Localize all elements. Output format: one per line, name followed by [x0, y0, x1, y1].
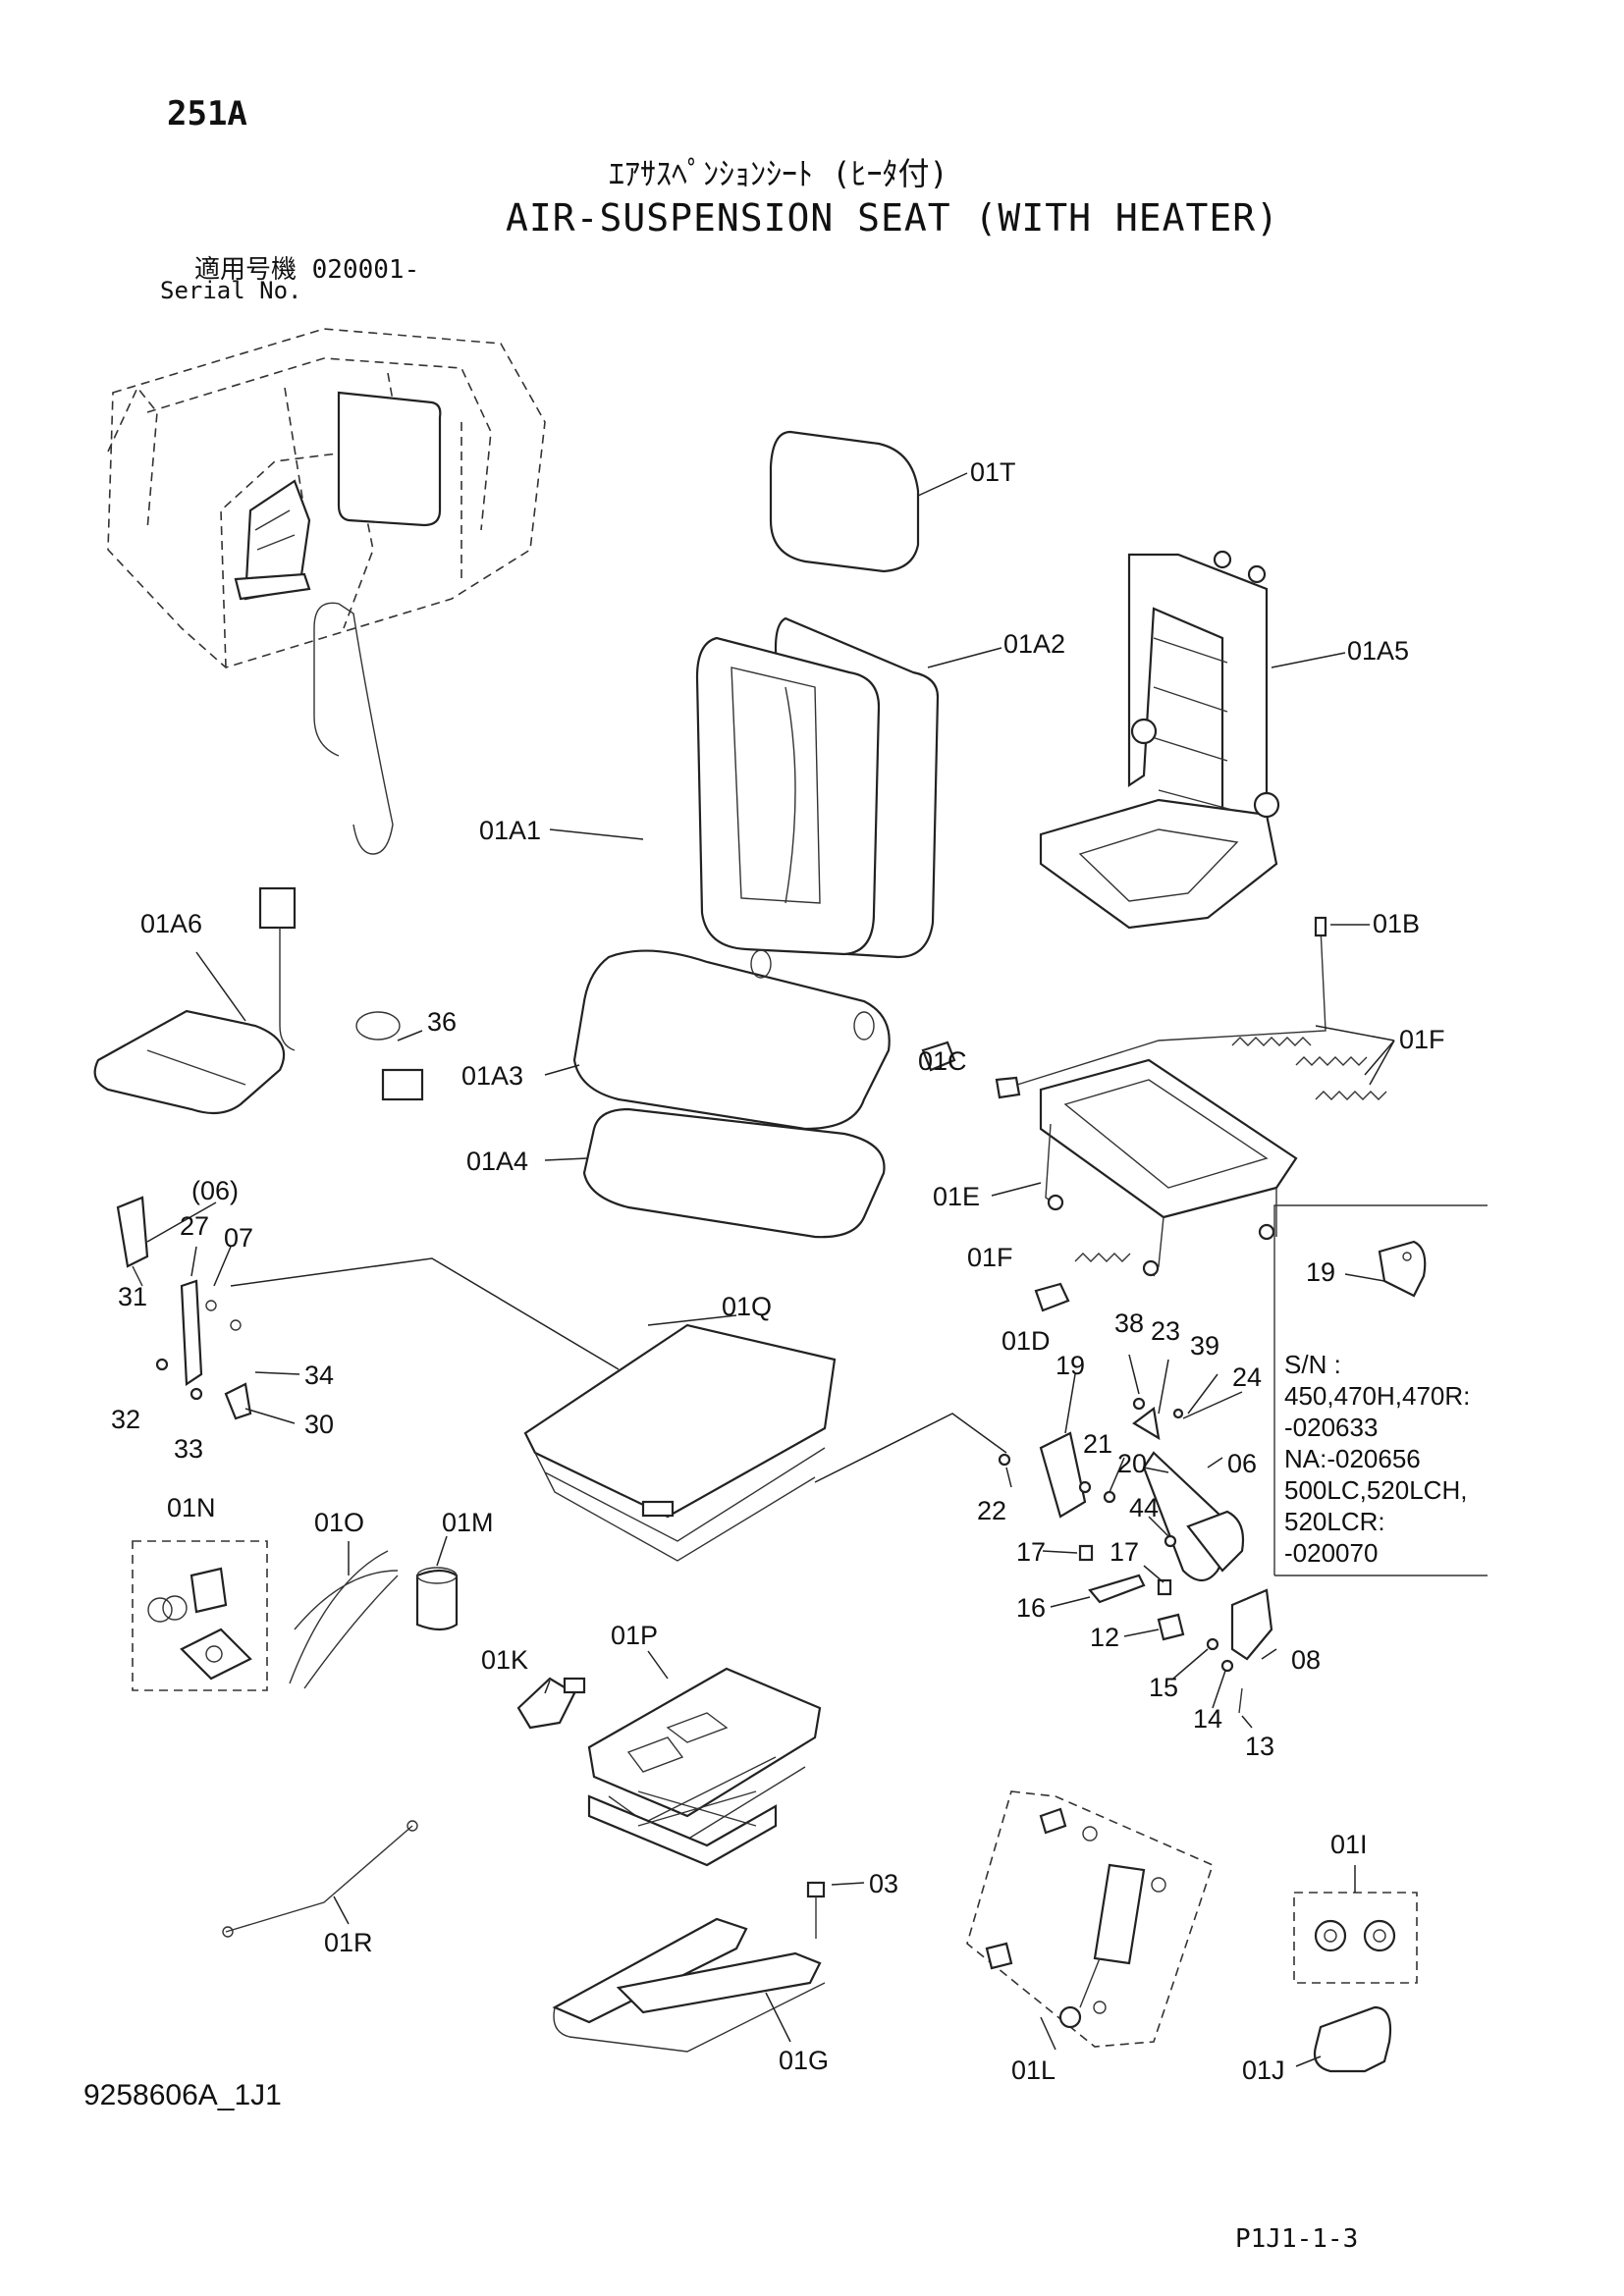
label-07: 07	[224, 1223, 253, 1253]
label-01P: 01P	[611, 1621, 658, 1650]
serial-note-line: 520LCR:	[1284, 1507, 1385, 1536]
label-01A1: 01A1	[479, 816, 541, 845]
label-17-b: 17	[1110, 1537, 1139, 1567]
label-01E: 01E	[933, 1182, 980, 1211]
seat-belt-right-part	[998, 1354, 1245, 1582]
label-01M: 01M	[442, 1508, 494, 1537]
label-24: 24	[1232, 1362, 1262, 1392]
label-01Q: 01Q	[722, 1292, 772, 1321]
label-27: 27	[180, 1211, 209, 1241]
seat-cushion-part	[544, 949, 891, 1239]
serial-note-line: -020633	[1284, 1413, 1379, 1442]
label-01T: 01T	[970, 457, 1016, 487]
label-03: 03	[869, 1869, 898, 1898]
headrest-part	[769, 430, 968, 573]
bellows-part	[230, 1257, 1007, 1562]
label-01A3: 01A3	[461, 1061, 523, 1091]
label-22: 22	[977, 1496, 1006, 1525]
lever-knob-part	[1034, 1282, 1070, 1312]
label-36: 36	[427, 1007, 457, 1037]
backrest-part	[549, 616, 1002, 959]
label-01L: 01L	[1011, 2056, 1056, 2085]
label-01I: 01I	[1330, 1830, 1368, 1859]
label-01G: 01G	[779, 2046, 829, 2075]
serial-note-line: 450,470H,470R:	[1284, 1381, 1471, 1411]
label-13: 13	[1245, 1732, 1274, 1761]
page-title: AIR-SUSPENSION SEAT (WITH HEATER)	[506, 196, 1279, 240]
spring-parts	[1074, 1025, 1395, 1262]
label-14: 14	[1193, 1704, 1222, 1734]
seat-rail-part	[552, 1881, 865, 2053]
seat-frame-part	[1039, 550, 1346, 930]
label-15: 15	[1149, 1673, 1178, 1702]
serial-label: Serial No.	[160, 277, 302, 304]
label-01R: 01R	[324, 1928, 373, 1957]
label-31: 31	[118, 1282, 147, 1311]
serial-note-line: -020070	[1284, 1538, 1379, 1568]
label-30: 30	[304, 1410, 334, 1439]
title-japanese: ｴｱｻｽﾍﾟﾝｼｮﾝｼｰﾄ (ﾋｰﾀ付)	[609, 155, 948, 192]
label-19: 19	[1056, 1351, 1085, 1380]
callout-labels: 01T 01A2 01A5 01A1 01A6 36 01B 01F 01C 0…	[111, 457, 1445, 2085]
serial-applicable: 適用号機 020001-	[194, 255, 420, 285]
air-suspension-part	[516, 1650, 822, 1867]
label-01A4: 01A4	[466, 1147, 528, 1176]
slide-rail-part	[991, 1058, 1298, 1277]
label-17: 17	[1016, 1537, 1046, 1567]
label-01N: 01N	[167, 1493, 216, 1522]
bearing-kit-part	[1293, 1865, 1418, 1984]
label-33: 33	[174, 1434, 203, 1464]
heater-pad-part	[93, 391, 442, 1115]
label-21: 21	[1083, 1429, 1112, 1459]
shock-absorber-part	[966, 1790, 1214, 2051]
bracket-hardware-part	[1042, 1544, 1277, 1729]
label-01J: 01J	[1242, 2056, 1285, 2085]
cover-part	[1295, 2005, 1392, 2073]
document-code: 9258606A_1J1	[83, 2079, 282, 2111]
label-12: 12	[1090, 1623, 1119, 1652]
label-34: 34	[304, 1361, 334, 1390]
wire-and-cap-parts	[289, 1535, 459, 1689]
page-number: 251A	[167, 94, 247, 133]
label-01K: 01K	[481, 1645, 528, 1675]
seat-belt-left-part	[116, 1196, 300, 1424]
label-01O: 01O	[314, 1508, 364, 1537]
label-19-inset: 19	[1306, 1257, 1335, 1287]
label-01A2: 01A2	[1003, 629, 1065, 659]
wire-harness-part	[222, 1820, 418, 1938]
cab-overview-illustration	[107, 328, 546, 668]
label-01B: 01B	[1373, 909, 1420, 938]
label-38: 38	[1114, 1308, 1144, 1338]
kit-01N-part	[132, 1540, 268, 1691]
label-01F-lower: 01F	[967, 1243, 1013, 1272]
label-23: 23	[1151, 1316, 1180, 1346]
label-01A6: 01A6	[140, 909, 202, 938]
page-reference: P1J1-1-3	[1235, 2224, 1359, 2254]
label-20: 20	[1117, 1449, 1147, 1478]
serial-note-line: NA:-020656	[1284, 1444, 1421, 1473]
label-39: 39	[1190, 1331, 1219, 1361]
label-32: 32	[111, 1405, 140, 1434]
label-01D: 01D	[1001, 1326, 1051, 1356]
label-44: 44	[1129, 1493, 1159, 1522]
serial-note-line: S/N :	[1284, 1350, 1341, 1379]
label-01F: 01F	[1399, 1025, 1445, 1054]
label-01A5: 01A5	[1347, 636, 1409, 666]
serial-note-frame	[1273, 1204, 1488, 1576]
label-06-ref: (06)	[191, 1176, 239, 1205]
label-06: 06	[1227, 1449, 1257, 1478]
label-08: 08	[1291, 1645, 1321, 1675]
serial-note-line: 500LC,520LCH,	[1284, 1475, 1468, 1505]
label-16: 16	[1016, 1593, 1046, 1623]
cable-part	[921, 916, 1370, 1099]
label-01C: 01C	[918, 1046, 967, 1076]
